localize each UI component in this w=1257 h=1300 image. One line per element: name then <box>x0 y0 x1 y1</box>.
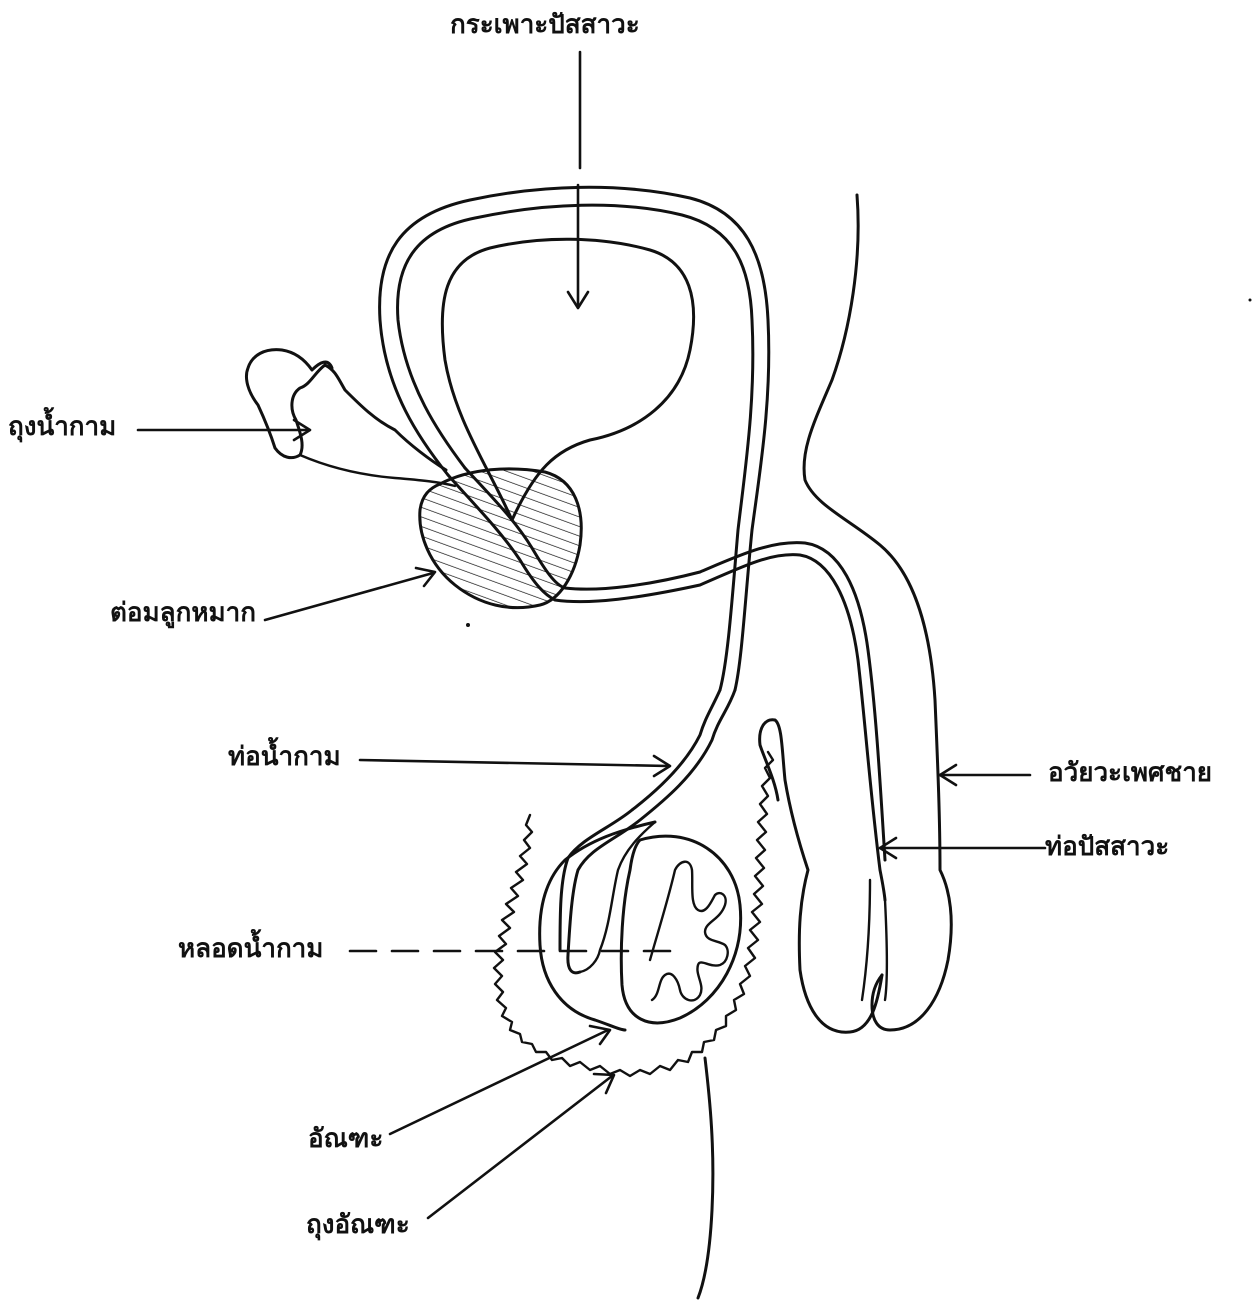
seminal-vesicle-arrow <box>138 420 310 440</box>
scrotum-label: ถุงอัณฑะ <box>306 1212 410 1238</box>
bladder-outer-wall <box>380 187 769 690</box>
scrotum-outline <box>494 752 773 1076</box>
penis-label: อวัยวะเพศชาย <box>1048 760 1212 786</box>
epididymis-coil <box>650 862 728 1001</box>
bladder-label: กระเพาะปัสสาวะ <box>450 12 640 38</box>
prostate-gland <box>420 469 581 608</box>
penis-inner-line <box>862 880 887 1000</box>
scrotum-inner <box>540 822 655 1030</box>
testis-arrow <box>390 1026 610 1134</box>
penis-outline <box>804 195 951 1030</box>
vas-deferens-label: ท่อน้ำกาม <box>228 744 341 770</box>
seminal-vesicle-shape <box>246 350 446 470</box>
vas-deferens-arrow <box>360 756 670 776</box>
prostate-label: ต่อมลูกหมาก <box>110 600 256 626</box>
epididymis-label: หลอดน้ำกาม <box>178 936 323 962</box>
bladder-arrow <box>568 52 588 308</box>
scrotum-to-thigh <box>698 1058 713 1298</box>
testis-label: อัณฑะ <box>308 1126 383 1152</box>
prostate-arrow <box>265 568 435 620</box>
urethra-arrow <box>880 838 1045 858</box>
urethra-label: ท่อปัสสาวะ <box>1045 834 1169 860</box>
vas-deferens-tube <box>568 690 735 973</box>
scrotum-arrow <box>428 1074 614 1218</box>
penis-arrow <box>940 765 1030 785</box>
seminal-vesicle-label: ถุงน้ำกาม <box>8 414 116 440</box>
